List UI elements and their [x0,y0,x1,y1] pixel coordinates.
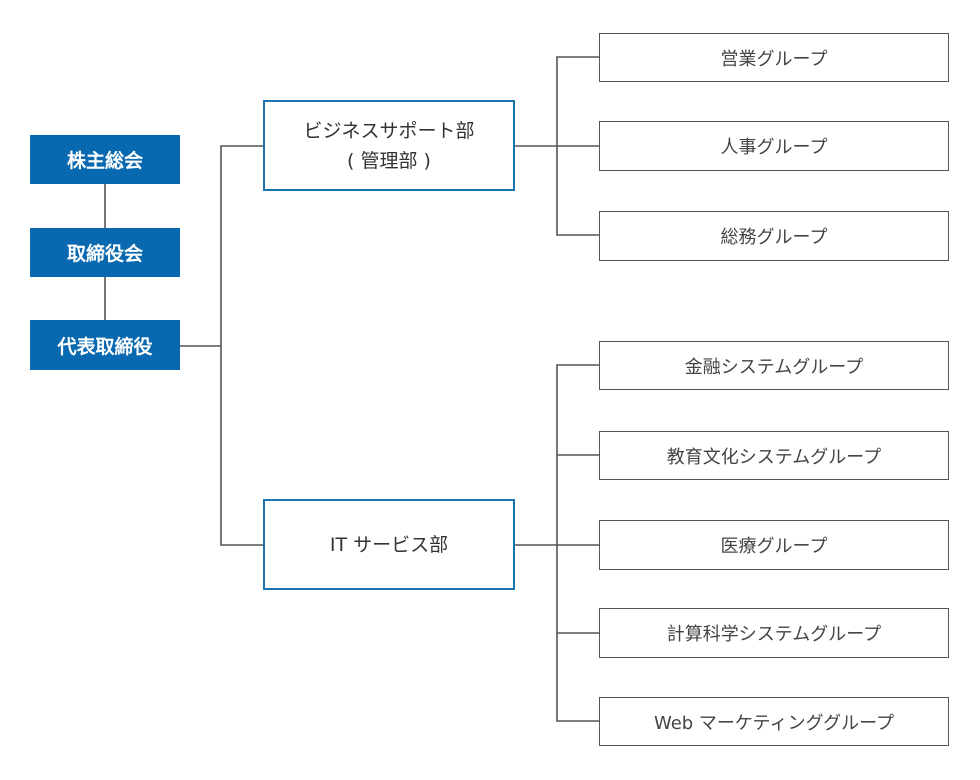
connector-it-service-groups [556,364,599,722]
it-services-department-box: IT サービス部 [263,499,515,590]
shareholders-meeting-label: 株主総会 [66,150,143,172]
business-support-department-box: ビジネスサポート部 ( 管理部 ) [263,100,515,191]
finance-systems-group-box: 金融システムグループ [599,341,949,390]
computational-science-systems-group-box: 計算科学システムグループ [599,608,949,658]
group-label: 金融システムグループ [684,356,864,378]
business-support-department-sublabel: ( 管理部 ) [347,149,431,172]
general-affairs-group-box: 総務グループ [599,211,949,261]
medical-group-box: 医療グループ [599,520,949,570]
group-label: 医療グループ [720,536,828,557]
connector-departments-trunk [220,145,263,546]
business-support-department-label: ビジネスサポート部 [303,119,475,142]
group-label: Web マーケティンググループ [653,712,895,734]
group-label: 人事グループ [720,137,828,158]
shareholders-meeting-box: 株主総会 [30,135,180,184]
hr-group-box: 人事グループ [599,121,949,171]
representative-director-label: 代表取締役 [57,335,153,358]
board-of-directors-box: 取締役会 [30,228,180,277]
web-marketing-group-box: Web マーケティンググループ [599,697,949,746]
sales-group-box: 営業グループ [599,33,949,82]
group-label: 営業グループ [720,48,828,70]
representative-director-box: 代表取締役 [30,320,180,370]
it-services-department-label: IT サービス部 [329,533,449,556]
board-of-directors-label: 取締役会 [66,243,143,265]
group-label: 総務グループ [720,227,828,248]
group-label: 計算科学システムグループ [666,624,882,645]
group-label: 教育文化システムグループ [666,446,882,468]
education-culture-systems-group-box: 教育文化システムグループ [599,431,949,480]
